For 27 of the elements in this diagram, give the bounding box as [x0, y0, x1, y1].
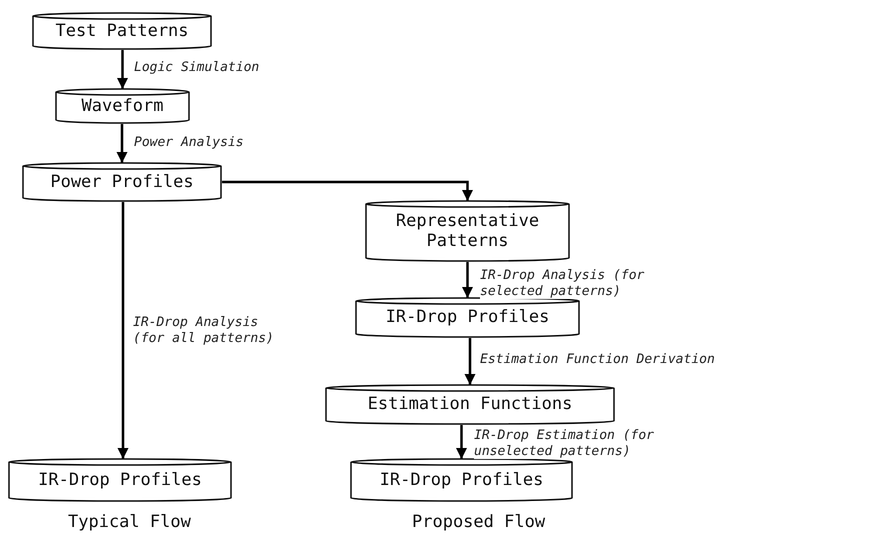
edge-label: Power Analysis: [134, 135, 244, 151]
storage-shape: [32, 12, 212, 50]
storage-shape: [355, 297, 580, 338]
storage-shape: [55, 88, 190, 124]
node-label: Estimation Functions: [368, 394, 572, 415]
flow-caption: Proposed Flow: [412, 512, 546, 532]
arrow: [456, 425, 468, 459]
arrow: [117, 202, 129, 459]
node-label: Representative Patterns: [394, 210, 540, 252]
storage-shape: [365, 200, 570, 262]
node-label: Test Patterns: [55, 20, 189, 42]
arrow: [462, 262, 474, 298]
storage-shape: [22, 162, 222, 202]
storage-shape: [350, 458, 573, 502]
node-label: Power Profiles: [50, 172, 194, 192]
storage-shape: [8, 458, 232, 502]
storage-shape: [325, 384, 615, 425]
node-label: IR-Drop Profiles: [380, 470, 544, 490]
arrow: [116, 50, 128, 89]
node-label: IR-Drop Profiles: [386, 307, 550, 328]
arrow: [464, 338, 476, 385]
flow-caption: Typical Flow: [68, 512, 191, 532]
edge-label: Logic Simulation: [134, 60, 260, 76]
arrow: [116, 124, 128, 163]
node-label: Waveform: [82, 96, 164, 116]
node-label: IR-Drop Profiles: [38, 470, 202, 490]
arrow: [222, 180, 474, 201]
